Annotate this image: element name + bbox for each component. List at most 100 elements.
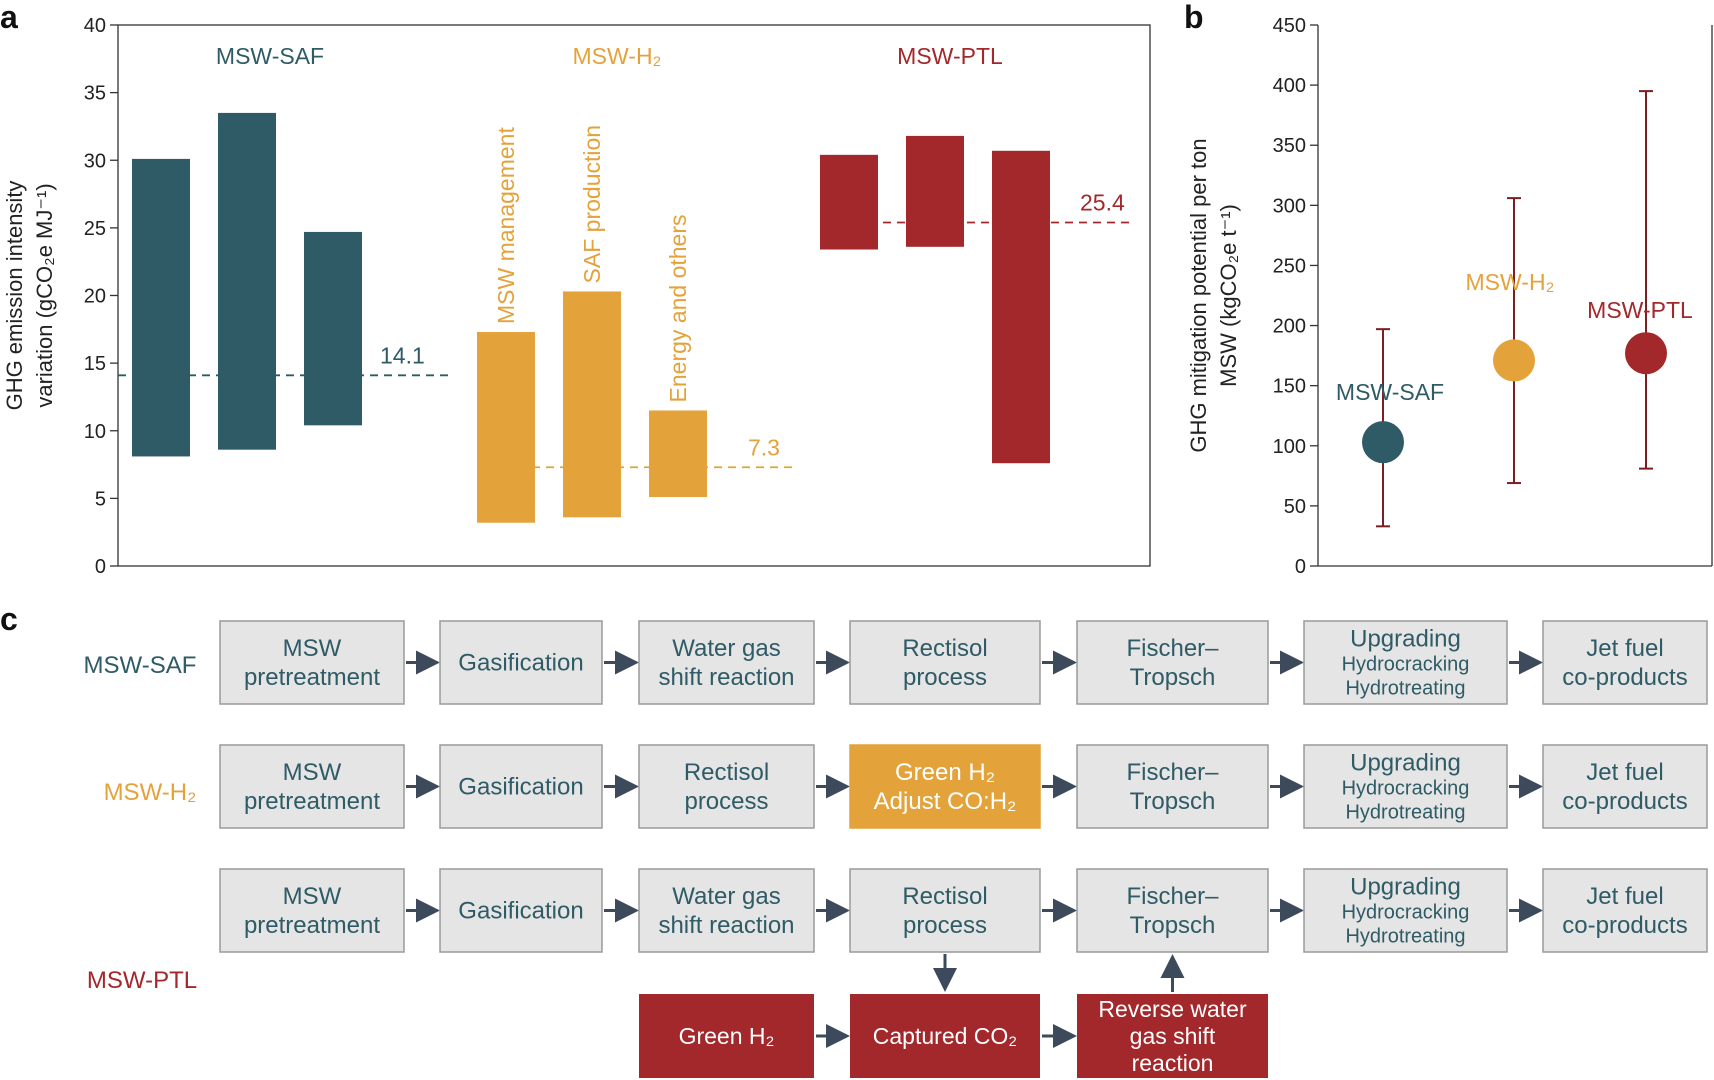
box-text: Green H₂ [679,1023,775,1049]
box-text: Green H₂ [895,759,995,786]
point-label: MSW-SAF [1336,379,1444,405]
panel-label-a: a [0,0,18,35]
point-label: MSW-PTL [1587,297,1693,323]
box-text: Rectisol [902,883,987,910]
process-box [219,620,405,705]
y-tick-label: 5 [95,488,106,510]
box-text: co-products [1562,664,1687,691]
process-box [1542,868,1708,953]
series-name: MSW-PTL [897,43,1003,69]
box-text: Hydrocracking [1342,778,1470,800]
box-text: shift reaction [658,912,794,939]
box-text: Hydrocracking [1342,654,1470,676]
reference-label: 25.4 [1080,189,1125,215]
box-text: Upgrading [1350,626,1461,653]
box-text: Hydrotreating [1345,802,1465,824]
y-tick-label: 30 [84,150,106,172]
y-tick-label: 50 [1284,496,1306,518]
y-tick-label: 0 [95,556,106,578]
process-box [1076,868,1269,953]
box-text: Rectisol [684,759,769,786]
y-tick-label: 25 [84,218,106,240]
process-box [638,620,815,705]
box-text: co-products [1562,912,1687,939]
y-tick-label: 40 [84,15,106,37]
box-text: Gasification [458,898,583,925]
box-text: MSW [283,759,342,786]
process-box [439,744,603,829]
row-label: MSW-H₂ [104,779,197,806]
box-text: Adjust CO:H₂ [874,788,1017,815]
data-point [1493,339,1535,382]
panel-label-c: c [0,601,18,637]
box-text: Hydrotreating [1345,678,1465,700]
box-text: process [903,912,987,939]
box-text: Gasification [458,774,583,801]
series-name: MSW-H₂ [573,43,662,69]
bar [132,158,190,457]
box-text: Fischer– [1126,883,1219,910]
bar [992,150,1050,464]
box-text: Reverse water [1098,996,1247,1022]
data-point [1362,421,1404,464]
process-box [439,620,603,705]
process-box [1542,744,1708,829]
bar [477,332,535,523]
diagram-row: MSW-SAFMSWpretreatmentGasificationWater … [84,620,1708,705]
process-box [849,744,1041,829]
y-tick-label: 300 [1273,195,1306,217]
box-text: MSW [283,635,342,662]
diagram-row: MSW-PTLMSWpretreatmentGasificationWater … [87,868,1708,1078]
panel-c-diagram: MSW-SAFMSWpretreatmentGasificationWater … [84,620,1708,1078]
y-tick-label: 35 [84,83,106,105]
diagram-row: MSW-H₂MSWpretreatmentGasificationRectiso… [104,744,1708,829]
box-text: co-products [1562,788,1687,815]
point-label: MSW-H₂ [1466,269,1555,295]
box-text: Tropsch [1130,788,1216,815]
box-text: Water gas [672,883,780,910]
box-text: reaction [1132,1050,1214,1076]
box-text: Water gas [672,635,780,662]
process-box [849,620,1041,705]
ptl-process-box [1077,994,1268,1078]
box-text: Tropsch [1130,912,1216,939]
process-box [1303,868,1508,953]
process-box [439,868,603,953]
ptl-process-box [850,994,1040,1078]
box-text: gas shift [1130,1023,1216,1049]
box-text: Jet fuel [1586,635,1663,662]
bar [820,154,878,250]
reference-label: 14.1 [380,342,425,368]
box-text: Fischer– [1126,635,1219,662]
data-point [1625,332,1667,375]
y-tick-label: 20 [84,286,106,308]
y-tick-label: 450 [1273,15,1306,37]
y-tick-label: 100 [1273,436,1306,458]
bar [218,112,276,450]
panel-label-b: b [1184,0,1204,35]
process-box [219,868,405,953]
box-text: Jet fuel [1586,883,1663,910]
process-box [1076,620,1269,705]
y-axis-title: GHG emission intensity [2,181,27,411]
y-tick-label: 0 [1295,556,1306,578]
series-name: MSW-SAF [216,43,324,69]
process-box [219,744,405,829]
bar-label: MSW management [493,127,519,324]
y-tick-label: 10 [84,421,106,443]
box-text: process [903,664,987,691]
process-box [1303,744,1508,829]
process-box [849,868,1041,953]
box-text: Hydrocracking [1342,902,1470,924]
y-tick-label: 350 [1273,135,1306,157]
y-axis-title: GHG mitigation potential per ton [1186,138,1211,452]
box-text: Fischer– [1126,759,1219,786]
process-box [638,868,815,953]
box-text: shift reaction [658,664,794,691]
box-text: MSW [283,883,342,910]
row-label: MSW-PTL [87,967,197,994]
reference-label: 7.3 [748,434,780,460]
box-text: Jet fuel [1586,759,1663,786]
